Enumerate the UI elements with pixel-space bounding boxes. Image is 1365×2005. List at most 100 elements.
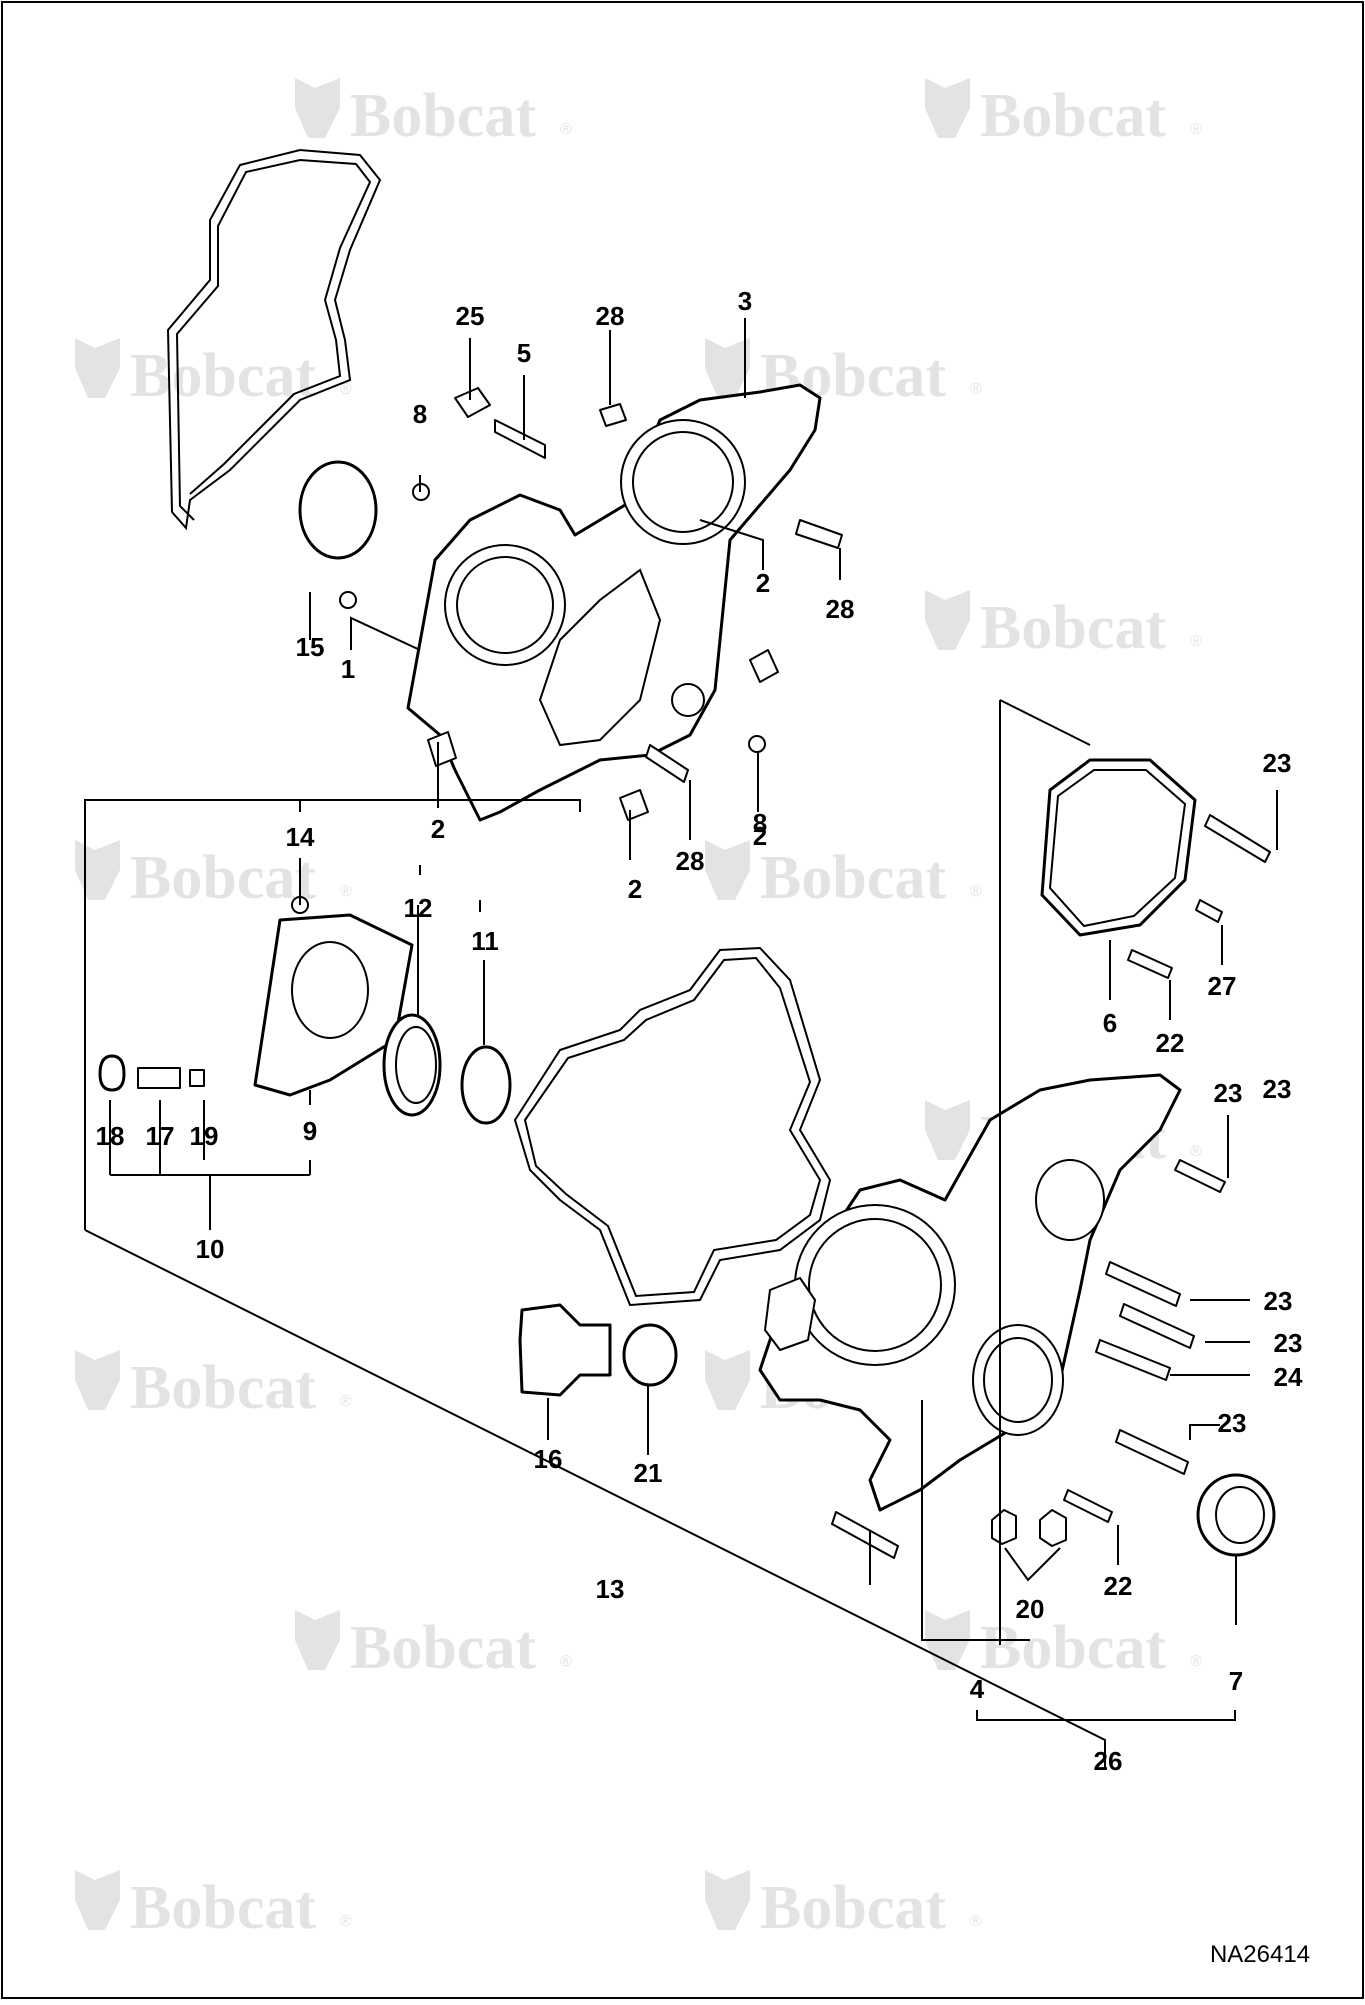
bolt-22-lower	[1063, 1489, 1113, 1523]
stud-5	[494, 419, 546, 459]
watermark-registered-mark: ®	[1190, 1653, 1202, 1670]
cover-6-inner	[1048, 769, 1187, 928]
upper-gasket	[166, 148, 382, 531]
callout-label: 2	[756, 568, 770, 598]
watermark-registered-mark: ®	[1190, 121, 1202, 138]
plug-20-a	[991, 1509, 1017, 1545]
callout-label: 5	[517, 338, 531, 368]
callout-label: 7	[1229, 1666, 1243, 1696]
callout-label: 4	[970, 1674, 985, 1704]
callout-label: 13	[596, 1574, 625, 1604]
cover-6	[1040, 758, 1197, 937]
callout-label: 22	[1104, 1571, 1133, 1601]
watermark-registered-mark: ®	[1190, 1143, 1202, 1160]
callout-label: 28	[596, 301, 625, 331]
bolt-28-top	[599, 403, 627, 427]
callout-label: 18	[96, 1121, 125, 1151]
callout-label: 27	[1208, 971, 1237, 1001]
callout-label: 23	[1274, 1328, 1303, 1358]
cover-web	[538, 568, 662, 747]
watermark-text: Bobcat	[760, 844, 946, 912]
bobcat-watermark: Bobcat®	[925, 78, 1202, 150]
callout-label: 12	[404, 893, 433, 923]
bobcat-logo-icon	[705, 1870, 750, 1930]
bolt-28-bottom	[645, 744, 689, 783]
callout-label: 23	[1263, 748, 1292, 778]
bobcat-logo-icon	[925, 590, 970, 650]
outer-rotor-12-inner	[395, 1026, 437, 1104]
bobcat-logo-icon	[295, 1610, 340, 1670]
bobcat-logo-icon	[75, 840, 120, 900]
callout-label: 1	[341, 654, 355, 684]
outer-rotor-12	[382, 1013, 442, 1117]
bobcat-logo-icon	[705, 840, 750, 900]
gear-case-bore-lower-inner	[983, 1337, 1053, 1423]
bolt-23-b	[1105, 1261, 1181, 1307]
bolt-28-right	[795, 519, 843, 549]
watermark-registered-mark: ®	[340, 883, 352, 900]
bolt-23-d	[1115, 1429, 1189, 1475]
dowel-2-b	[427, 731, 457, 767]
o-ring-21	[622, 1323, 678, 1387]
bobcat-logo-icon	[75, 338, 120, 398]
bobcat-watermark: Bobcat®	[925, 590, 1202, 662]
callout-label: 23	[1264, 1286, 1293, 1316]
callout-label: 21	[634, 1458, 663, 1488]
watermark-text: Bobcat	[130, 844, 316, 912]
oil-filler-cap-16	[518, 1303, 612, 1397]
cover-seal-bore	[671, 683, 705, 717]
callout-label: 23	[1214, 1078, 1243, 1108]
seal-8-bottom	[748, 735, 766, 753]
callout-label: 19	[190, 1121, 219, 1151]
callout-label: 15	[296, 632, 325, 662]
watermark-registered-mark: ®	[560, 1653, 572, 1670]
bolt-gear-case-lower	[831, 1511, 899, 1559]
watermark-text: Bobcat	[130, 1874, 316, 1942]
nut-25	[454, 387, 491, 418]
bobcat-watermark: Bobcat®	[295, 1610, 572, 1682]
seal-1	[339, 591, 357, 609]
watermark-text: Bobcat	[980, 1614, 1166, 1682]
bobcat-watermark: Bobcat ®	[75, 1870, 352, 1942]
watermark-registered-mark: ®	[970, 381, 982, 398]
callout-label: 6	[1103, 1008, 1117, 1038]
upper-gasket-inner	[175, 158, 372, 521]
callout-label: 14	[286, 822, 315, 852]
bobcat-logo-icon	[925, 1100, 970, 1160]
callout-label: 10	[196, 1234, 225, 1264]
valve-19	[189, 1069, 205, 1087]
watermark-registered-mark: ®	[340, 1913, 352, 1930]
watermark-text: Bobcat	[130, 342, 316, 410]
bobcat-logo-icon	[75, 1870, 120, 1930]
watermark-text: Bobcat	[350, 82, 536, 150]
bobcat-logo-icon	[295, 78, 340, 138]
middle-gasket	[513, 946, 832, 1307]
gear-case-bore-lower	[972, 1324, 1064, 1436]
oil-seal-7-inner	[1215, 1486, 1265, 1544]
callout-label: 28	[676, 846, 705, 876]
callout-label: 2	[753, 821, 767, 851]
bobcat-watermark: Bobcat®	[75, 1350, 352, 1422]
bolt-24	[1095, 1339, 1171, 1381]
bobcat-watermark: Bobcat ®	[75, 840, 352, 912]
watermark-layer: Bobcat ® Bobcat ® Bobcat ® Bobcat ® Bobcat ® Bobca…	[75, 78, 1202, 1942]
dowel-2-c	[619, 789, 649, 821]
drawing-id: NA26414	[1210, 1941, 1310, 1968]
callout-label: 17	[146, 1121, 175, 1151]
gear-case-bore-upper	[1035, 1159, 1105, 1241]
bobcat-logo-icon	[705, 1350, 750, 1410]
bobcat-logo-icon	[925, 78, 970, 138]
bolt-23-c	[1119, 1303, 1195, 1349]
watermark-registered-mark: ®	[970, 1913, 982, 1930]
bolt-23-a	[1174, 1159, 1226, 1193]
gear-case-bore-main-inner	[808, 1218, 942, 1352]
watermark-registered-mark: ®	[560, 121, 572, 138]
callout-label: 2	[628, 874, 642, 904]
callout-label: 28	[826, 594, 855, 624]
cover-bore-left	[444, 544, 566, 666]
callout-label: 26	[1094, 1746, 1123, 1776]
watermark-registered-mark: ®	[340, 1393, 352, 1410]
watermark-registered-mark: ®	[340, 381, 352, 398]
